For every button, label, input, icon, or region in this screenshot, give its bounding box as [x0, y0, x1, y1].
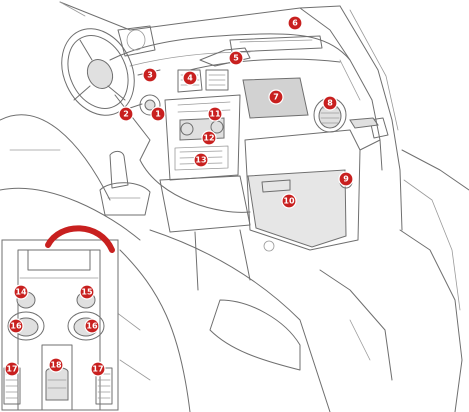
svg-text:8: 8 — [327, 99, 333, 108]
callout-12: 12 — [201, 130, 217, 146]
seat-and-floor — [0, 114, 393, 412]
right-door — [339, 59, 469, 412]
svg-text:7: 7 — [273, 93, 279, 102]
dashboard-top — [109, 33, 381, 141]
svg-text:1: 1 — [155, 110, 161, 119]
svg-text:16: 16 — [86, 322, 98, 331]
svg-text:12: 12 — [203, 134, 214, 143]
svg-text:16: 16 — [10, 322, 22, 331]
callout-18: 18 — [48, 357, 64, 373]
callout-8: 8 — [322, 95, 338, 111]
svg-text:11: 11 — [209, 110, 221, 119]
svg-text:5: 5 — [233, 54, 239, 63]
svg-text:18: 18 — [50, 361, 62, 370]
instrument-cluster — [117, 25, 156, 57]
svg-text:9: 9 — [343, 175, 349, 184]
callout-7: 7 — [268, 89, 284, 105]
callout-16-right: 16 — [84, 318, 100, 334]
svg-text:17: 17 — [92, 365, 103, 374]
callout-10: 10 — [281, 193, 297, 209]
svg-text:17: 17 — [6, 365, 17, 374]
callout-11: 11 — [207, 106, 223, 122]
svg-text:10: 10 — [283, 197, 295, 206]
callout-5: 5 — [228, 50, 244, 66]
callout-4: 4 — [182, 70, 198, 86]
callout-3: 3 — [142, 67, 158, 83]
callout-6: 6 — [287, 15, 303, 31]
callout-15: 15 — [79, 284, 95, 300]
svg-text:6: 6 — [292, 19, 298, 28]
callout-17-left: 17 — [4, 361, 20, 377]
windscreen-frame — [59, 1, 403, 231]
svg-text:2: 2 — [123, 110, 129, 119]
lower-dashboard — [139, 129, 383, 291]
svg-text:3: 3 — [147, 71, 153, 80]
callout-9: 9 — [338, 171, 354, 187]
zoom-arrow — [45, 225, 115, 253]
callout-14: 14 — [13, 284, 29, 300]
callout-2: 2 — [118, 106, 134, 122]
svg-text:14: 14 — [15, 288, 27, 297]
callout-1: 1 — [150, 106, 166, 122]
svg-text:13: 13 — [195, 156, 206, 165]
gear-lever — [99, 150, 151, 216]
steering-wheel — [61, 28, 151, 161]
callout-17-right: 17 — [90, 361, 106, 377]
svg-text:4: 4 — [187, 74, 193, 83]
centre-console-inset — [1, 225, 119, 411]
svg-text:15: 15 — [81, 288, 93, 297]
callout-16-left: 16 — [8, 318, 24, 334]
callout-13: 13 — [193, 152, 209, 168]
